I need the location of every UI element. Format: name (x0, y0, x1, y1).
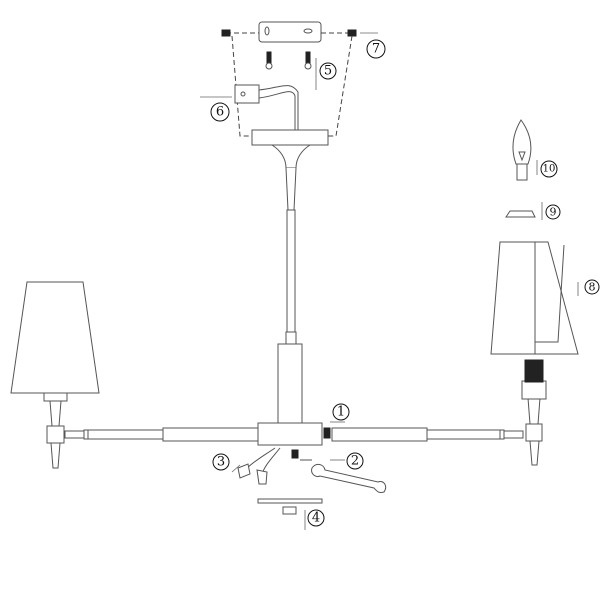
svg-text:8: 8 (589, 281, 596, 294)
svg-text:6: 6 (216, 105, 224, 120)
wire-connectors (231, 447, 281, 485)
step-callout-7: 7 (366, 39, 386, 59)
bottom-plate (257, 498, 323, 530)
mounting-screws (265, 51, 317, 90)
step-callout-10: 10 (540, 160, 558, 178)
step-callout-8: 8 (584, 279, 600, 295)
svg-text:3: 3 (217, 455, 225, 470)
right-arm (331, 359, 547, 466)
candle-bulb-10 (512, 119, 538, 181)
step-callout-5: 5 (319, 62, 337, 80)
svg-text:5: 5 (324, 64, 332, 79)
canopy (251, 129, 329, 425)
shade-ring-9 (505, 202, 543, 220)
center-hub (257, 422, 323, 446)
svg-text:10: 10 (543, 164, 556, 175)
step-callout-2: 2 (346, 452, 364, 470)
step-callout-4: 4 (307, 509, 325, 527)
wrench (300, 459, 387, 493)
svg-text:2: 2 (351, 454, 359, 469)
lamp-shade-8 (490, 241, 579, 355)
svg-text:9: 9 (550, 206, 557, 219)
ceiling-bracket (221, 21, 378, 43)
step-callout-3: 3 (212, 453, 230, 471)
terminal-block (200, 84, 299, 130)
left-arm (10, 281, 259, 469)
step-callout-9: 9 (545, 204, 561, 220)
step-callout-1: 1 (332, 403, 350, 421)
svg-text:4: 4 (312, 511, 320, 526)
svg-text:7: 7 (372, 42, 380, 57)
svg-text:1: 1 (337, 405, 345, 420)
step-callout-6: 6 (210, 102, 230, 122)
